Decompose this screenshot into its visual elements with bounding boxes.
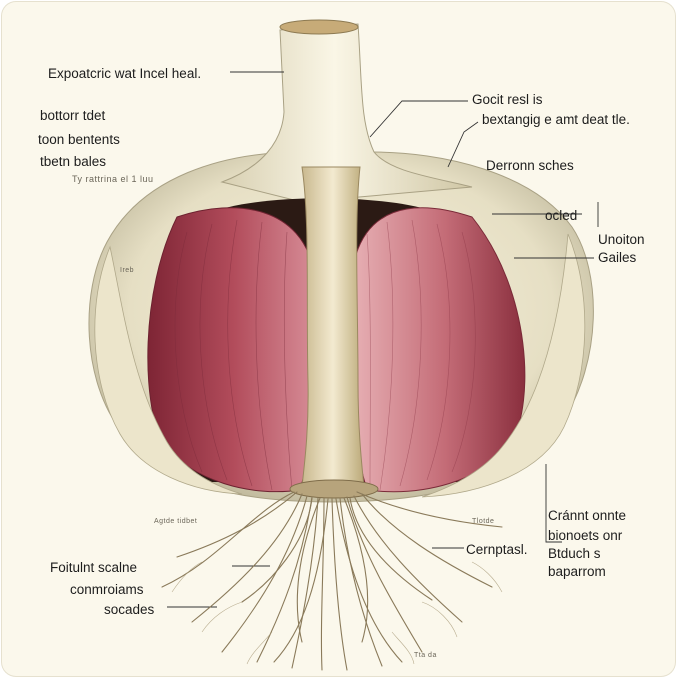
left-clove — [147, 207, 320, 493]
label-left-3: tbetn bales — [40, 154, 107, 169]
label-bottom-left-1: Foitulnt scalne — [50, 560, 138, 575]
roots — [161, 491, 503, 671]
label-left-small: Ty rattrina el 1 luu — [72, 174, 154, 184]
central-stem — [301, 166, 365, 488]
label-left-1: bottorr tdet — [40, 108, 106, 123]
label-right-7: Cránnt onnte — [548, 508, 627, 523]
label-right-9: Btduch s — [548, 546, 601, 561]
neck-cut — [279, 19, 359, 35]
label-right-3: Derronn sches — [486, 158, 574, 173]
leader-lines — [167, 71, 599, 608]
label-top-left: Expoatcric wat Incel heal. — [48, 66, 202, 81]
tiny-left-label: Agtde tidbet — [154, 518, 198, 525]
bulb-neck — [220, 23, 473, 203]
label-center-right: Cernptasl. — [466, 542, 528, 557]
label-right-4: ocled — [545, 208, 578, 223]
label-right-10: baparrom — [548, 564, 606, 579]
label-right-6: Gailes — [598, 250, 637, 265]
tiny-bottom-label: Tta da — [414, 652, 437, 659]
label-right-1: Gocit resl is — [472, 92, 543, 107]
left-skin-flap — [94, 245, 243, 495]
label-right-2: bextangig e amt deat tle. — [482, 112, 630, 127]
label-bottom-left-2: conmroiams — [70, 582, 144, 597]
right-clove-striations — [366, 219, 476, 491]
basal-plate — [289, 479, 379, 499]
left-clove-striations — [174, 219, 293, 491]
label-right-8: bionoets onr — [548, 528, 623, 543]
label-right-5: Unoiton — [598, 232, 645, 247]
label-bottom-left-3: socades — [104, 602, 155, 617]
tiny-right-label: Tlotde — [472, 518, 495, 525]
label-left-2: toon bentents — [38, 132, 120, 147]
tiny-inner-label: Ireb — [120, 267, 135, 274]
right-skin-flap — [421, 233, 586, 498]
fine-roots — [171, 561, 503, 665]
